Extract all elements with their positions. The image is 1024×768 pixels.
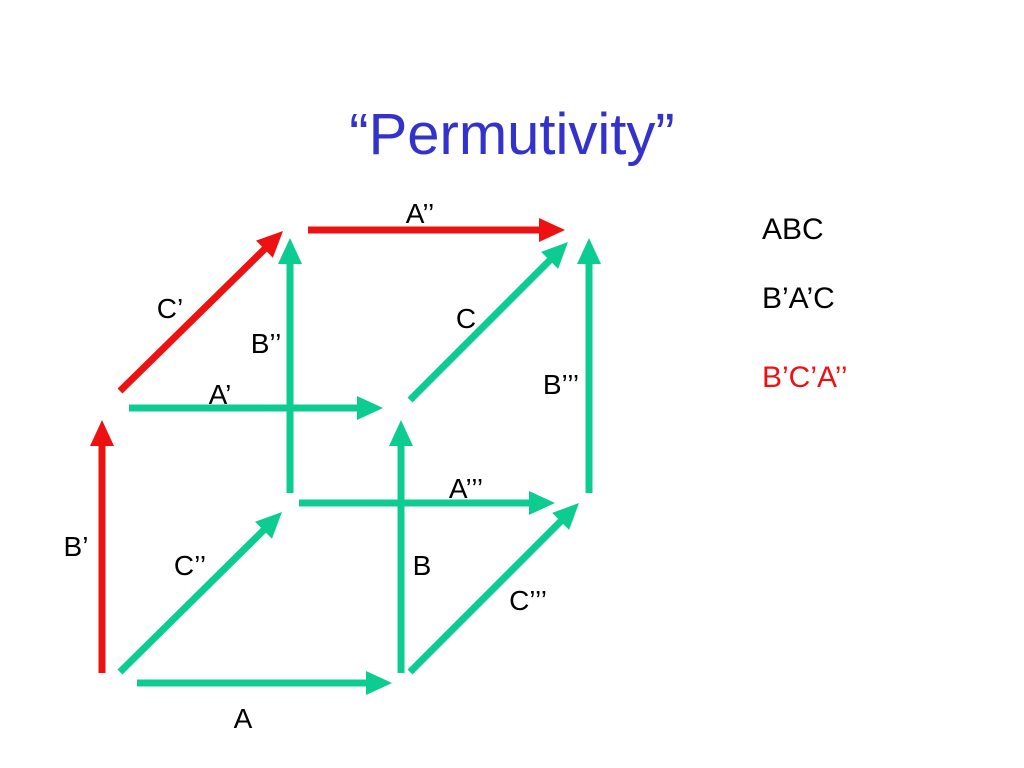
edge-arrowhead [541, 242, 568, 269]
edge-arrow-5: B’ [64, 420, 114, 673]
edge-arrow-9: C’’ [117, 512, 282, 675]
edge-arrow-3: C [407, 242, 568, 403]
edge-arrowhead [357, 396, 383, 420]
edge-arrowhead [255, 512, 282, 539]
edge-label: A’ [209, 379, 232, 410]
edge-arrow-1: A [137, 671, 392, 734]
edge-arrow-8: B’’ [251, 238, 302, 493]
edge-arrow-4: A’ [129, 379, 383, 420]
edge-label: A’’ [406, 198, 435, 229]
edge-label: B’’ [251, 328, 282, 359]
edge-arrow-11: B’’’ [543, 238, 601, 493]
edge-shaft [117, 245, 269, 394]
edge-arrowhead [529, 491, 555, 515]
edge-arrowhead [278, 238, 302, 264]
edge-label: A [234, 703, 253, 734]
edge-shaft [407, 517, 565, 675]
edge-arrowhead [256, 231, 283, 258]
edge-label: C’ [157, 293, 183, 324]
edge-shaft [407, 256, 554, 403]
edge-arrow-7: A’’ [308, 198, 565, 242]
edge-arrowhead [366, 671, 392, 695]
edge-arrow-10: A’’’ [299, 473, 555, 515]
edge-arrowhead [577, 238, 601, 264]
edge-label: B [413, 550, 432, 581]
edge-label: B’’’ [543, 369, 579, 400]
edge-label: A’’’ [449, 473, 483, 504]
sequence-3: B’C’A’’ [762, 361, 848, 394]
edge-label: C [456, 303, 476, 334]
sequence-2: B’A’C [762, 282, 835, 315]
sequence-1: ABC [762, 213, 824, 246]
edge-arrowhead [539, 218, 565, 242]
edge-label: C’’ [174, 550, 206, 581]
edge-label: B’ [64, 531, 89, 562]
slide-title: “Permutivity” [349, 102, 675, 167]
edge-arrow-12: C’’’ [407, 503, 579, 675]
edge-arrow-6: C’ [117, 231, 283, 394]
edge-arrowhead [552, 503, 579, 530]
edge-label: C’’’ [509, 585, 547, 616]
edge-arrow-2: B [389, 420, 431, 673]
edge-arrowhead [90, 420, 114, 446]
edge-shaft [117, 526, 268, 675]
edge-arrowhead [389, 420, 413, 446]
